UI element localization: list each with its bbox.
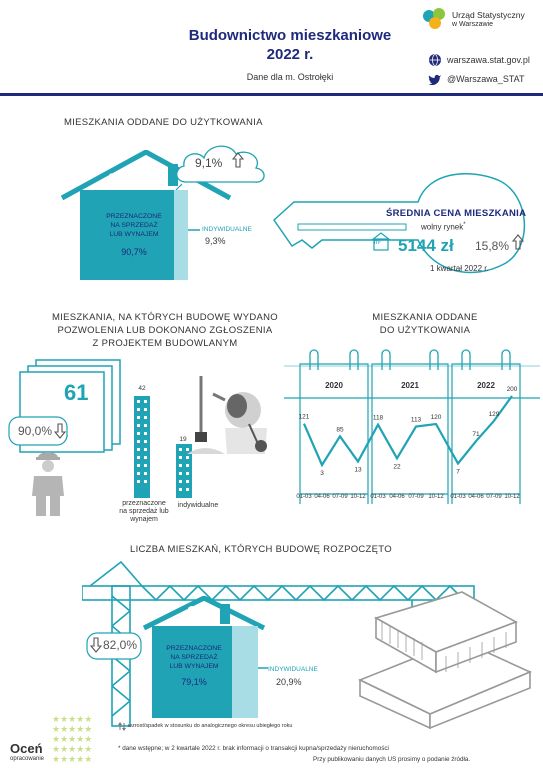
permits-buildings <box>134 396 150 498</box>
arrow-up-icon <box>512 234 524 250</box>
started-rental-label: PRZEZNACZONE NA SPRZEDAŻ LUB WYNAJEM <box>166 645 222 670</box>
rating-stars-icon[interactable]: ★★★★★ ★★★★★ ★★★★★ ★★★★★ ★★★★★ <box>52 714 104 762</box>
x-tick-label: 01-03 <box>370 494 386 500</box>
started-change: 82,0% <box>103 638 138 652</box>
started-individual-share: 20,9% <box>276 677 302 687</box>
data-label: 113 <box>411 416 422 423</box>
header-divider <box>0 93 543 96</box>
cloud-icon <box>175 145 265 190</box>
permits-rental-value: 42 <box>138 385 146 392</box>
permits-heading: MIESZKANIA, NA KTÓRYCH BUDOWĘ WYDANO POZ… <box>52 312 278 349</box>
completed-heading: MIESZKANIA ODDANE DO UŻYTKOWANIA <box>64 117 263 128</box>
data-label: 118 <box>373 415 384 422</box>
completed-individual-label: INDYWIDUALNE <box>202 226 252 233</box>
arrow-up-icon <box>232 152 244 168</box>
completed-rental-label: PRZEZNACZONE NA SPRZEDAŻ LUB WYNAJEM <box>106 213 162 238</box>
price-unit: m² <box>374 240 381 246</box>
started-individual-label: INDYWIDUALNE <box>268 666 318 673</box>
started-change-box <box>86 632 142 660</box>
calendar-rings <box>309 349 511 370</box>
page-title: Budownictwo mieszkaniowe 2022 r. <box>188 27 392 63</box>
svg-text:★★★★★: ★★★★★ <box>52 725 92 735</box>
series-line <box>302 395 513 468</box>
data-label: 200 <box>507 386 518 393</box>
data-label: 129 <box>489 411 500 418</box>
completed-individual-share: 9,3% <box>205 236 226 246</box>
started-heading: LICZBA MIESZKAŃ, KTÓRYCH BUDOWĘ ROZPOCZĘ… <box>130 544 392 555</box>
x-tick-label: 07-09 <box>332 494 348 500</box>
logo-text: Urząd Statystyczny w Warszawie <box>452 10 525 28</box>
arrow-down-icon <box>90 637 102 653</box>
year-label: 2021 <box>401 381 419 390</box>
x-tick-label: 01-03 <box>450 494 466 500</box>
quarterly-heading: MIESZKANIA ODDANE DO UŻYTKOWANIA <box>372 312 478 336</box>
price-period: 1 kwartał 2022 r. <box>430 264 489 273</box>
started-total: 115 <box>187 604 213 621</box>
documents-icon <box>19 359 121 453</box>
x-tick-label: 04-06 <box>314 494 330 500</box>
twitter-icon <box>428 74 441 85</box>
legend-note: wzrost/spadek w stosunku do analogiczneg… <box>128 723 293 729</box>
logo-icon <box>423 8 445 29</box>
data-label: 71 <box>472 431 480 438</box>
completed-change: 9,1% <box>195 156 223 170</box>
data-label: 85 <box>336 426 344 433</box>
rate-label[interactable]: Oceń <box>10 741 43 756</box>
permits-individual-building <box>176 444 192 498</box>
started-house <box>142 596 268 718</box>
arrow-down-icon <box>54 423 66 439</box>
up-down-arrows-icon <box>118 722 126 731</box>
x-tick-label: 04-06 <box>389 494 405 500</box>
data-label: 13 <box>354 466 362 473</box>
x-tick-label: 10-12 <box>504 494 520 500</box>
permits-change-box <box>8 416 68 446</box>
svg-text:★★★★★: ★★★★★ <box>52 745 92 755</box>
x-tick-label: 07-09 <box>486 494 502 500</box>
container-icon <box>358 591 532 730</box>
year-label: 2022 <box>477 381 495 390</box>
completed-rental-share: 90,7% <box>121 247 147 257</box>
completed-total: 407 <box>105 170 134 189</box>
page-subtitle: Dane dla m. Ostrołęki <box>246 72 334 82</box>
data-label: 22 <box>393 463 401 470</box>
x-tick-label: 10-12 <box>350 494 366 500</box>
x-tick-label: 10-12 <box>428 494 444 500</box>
completed-house <box>60 150 232 280</box>
x-tick-label: 07-09 <box>408 494 424 500</box>
permits-individual-label: indywidualne <box>177 502 219 509</box>
website-link[interactable]: warszawa.stat.gov.pl <box>447 55 530 65</box>
svg-text:★★★★★: ★★★★★ <box>52 715 92 725</box>
rate-sublabel: opracowanie <box>10 756 45 762</box>
started-rental-share: 79,1% <box>181 677 207 687</box>
permits-change: 90,0% <box>18 424 53 438</box>
x-tick-label: 01-03 <box>296 494 312 500</box>
x-tick-label: 04-06 <box>468 494 484 500</box>
source-note: Przy publikowaniu danych US prosimy o po… <box>313 756 471 763</box>
data-label: 3 <box>320 470 324 477</box>
key-icon <box>273 172 525 274</box>
house-small-icon <box>371 232 391 251</box>
price-value: 5144 zł <box>398 236 454 255</box>
twitter-handle[interactable]: @Warszawa_STAT <box>447 74 525 84</box>
svg-text:★★★★★: ★★★★★ <box>52 735 92 745</box>
footnote: * dane wstępne; w 2 kwartale 2022 r. bra… <box>118 745 389 752</box>
concrete-mixer-icon <box>187 376 267 454</box>
data-label: 7 <box>456 469 460 476</box>
calendar-footer-ticks <box>299 494 521 504</box>
price-heading: ŚREDNIA CENA MIESZKANIA <box>386 208 527 219</box>
data-label: 121 <box>299 414 310 421</box>
year-label: 2020 <box>325 381 343 390</box>
globe-icon <box>429 54 441 66</box>
quarterly-chart: 2020 2021 2022 121 3 85 13 118 22 113 120 7 71 129 20… <box>284 349 540 504</box>
data-label: 120 <box>431 414 442 421</box>
price-sub: wolny rynek* <box>421 222 466 232</box>
worker-icon <box>32 452 64 516</box>
svg-text:★★★★★: ★★★★★ <box>52 755 92 762</box>
permits-rental-label: przeznaczone na sprzedaż lub wynajem <box>119 500 169 523</box>
permits-total: 61 <box>64 380 89 405</box>
permits-individual-value: 19 <box>179 436 187 443</box>
price-change: 15,8% <box>475 239 510 253</box>
